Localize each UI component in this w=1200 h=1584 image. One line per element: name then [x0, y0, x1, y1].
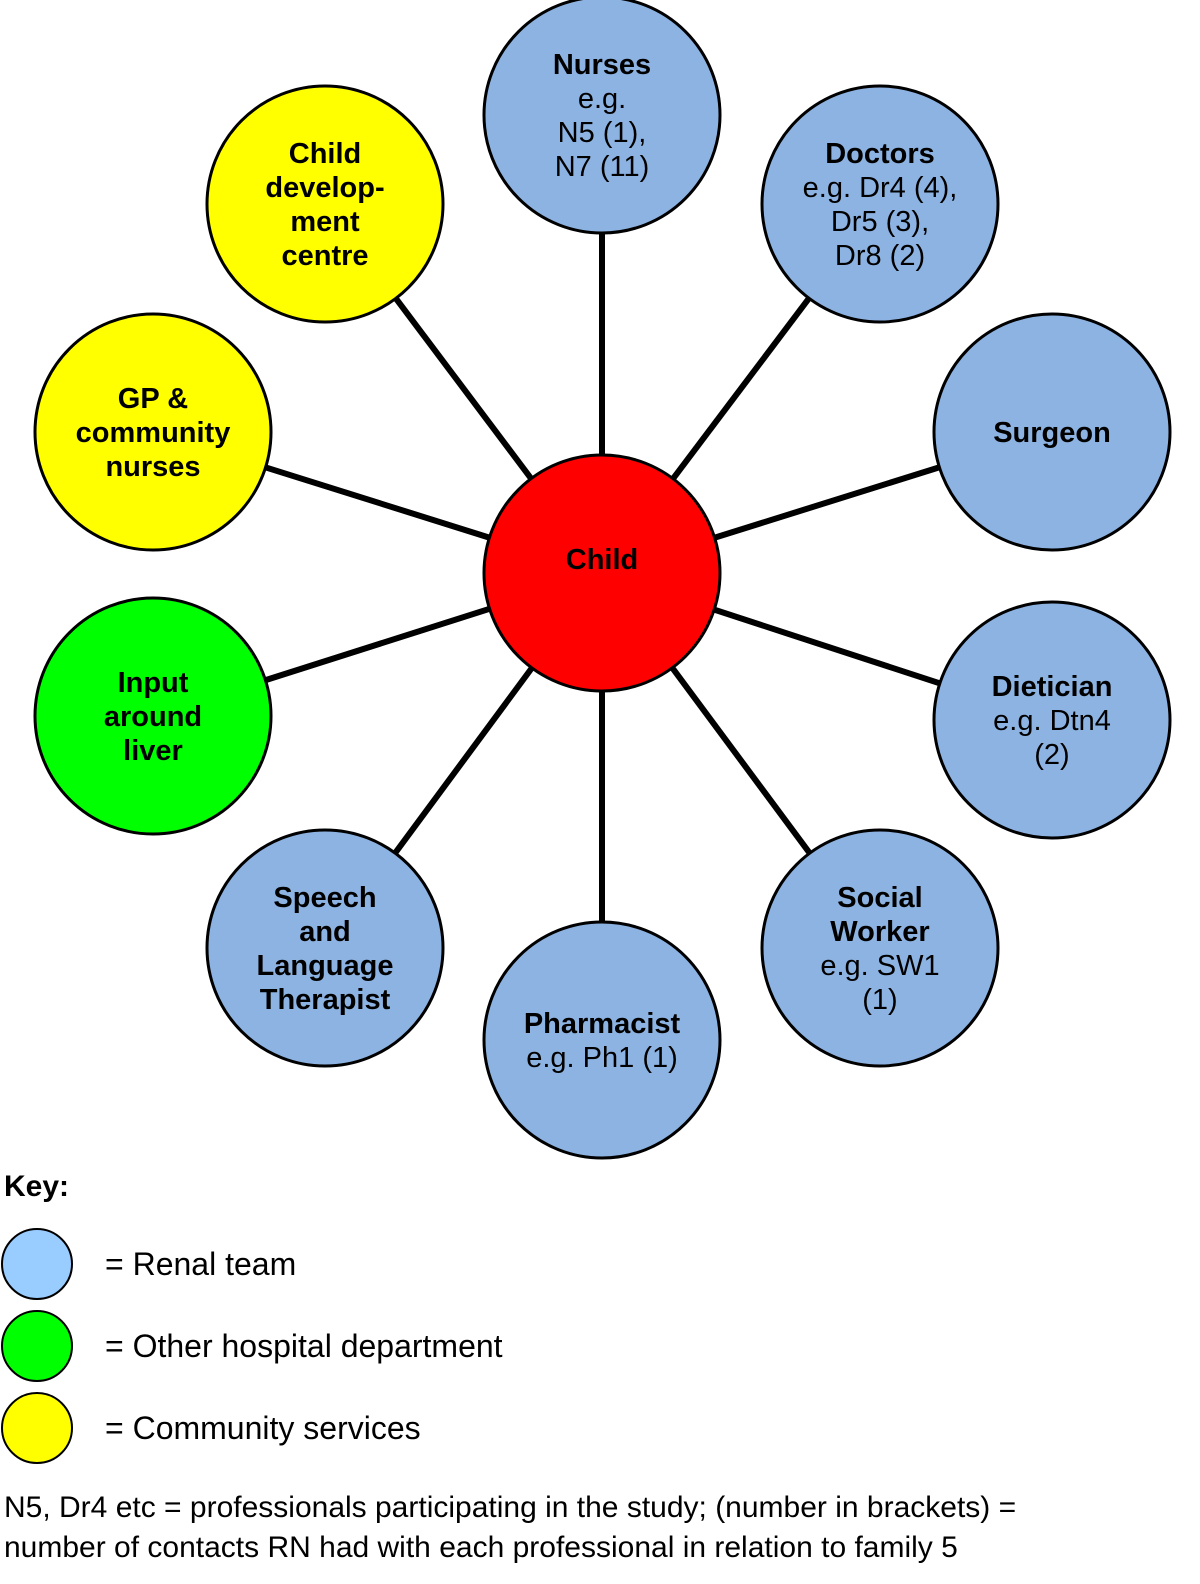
surgeon-label-line: Surgeon [993, 417, 1111, 449]
gp-community-nurses-label-line: GP & [118, 383, 188, 415]
renal-team-label: = Renal team [105, 1246, 297, 1282]
social-worker-label-line: Worker [830, 916, 929, 948]
dietician-label-line: (2) [1034, 739, 1069, 771]
community-services-swatch [1, 1392, 73, 1464]
pharmacist-label-line: Pharmacist [524, 1008, 681, 1040]
input-around-liver-label-line: around [104, 701, 202, 733]
speech-language-therapist-label-line: and [299, 916, 351, 948]
community-services-label: = Community services [105, 1410, 421, 1446]
input-around-liver-label-line: Input [118, 667, 189, 699]
speech-language-therapist-label-line: Therapist [260, 984, 391, 1016]
social-worker-label-line: (1) [862, 984, 897, 1016]
doctors-circle [760, 84, 1000, 324]
gp-community-nurses-label-line: community [76, 417, 231, 449]
pharmacist-circle [482, 920, 722, 1160]
node-child: Child [482, 453, 722, 693]
surgeon-label: Surgeon [993, 417, 1111, 449]
child-development-centre-label-line: develop- [265, 172, 384, 204]
nurses-label-line: Nurses [553, 49, 651, 81]
doctors-label-line: e.g. Dr4 (4), [803, 172, 958, 204]
dietician-label-line: e.g. Dtn4 [993, 705, 1111, 737]
social-worker-circle [760, 828, 1000, 1068]
input-around-liver-label-line: liver [123, 735, 183, 767]
renal-team-swatch [1, 1228, 73, 1300]
key-item-community-services: = Community services [0, 1392, 700, 1468]
child-development-centre-label-line: ment [290, 206, 360, 238]
child-development-centre-label-line: Child [289, 138, 362, 170]
nurses-label-line: e.g. [578, 83, 626, 115]
pharmacist-label-line: e.g. Ph1 (1) [526, 1042, 678, 1074]
social-worker-label-line: e.g. SW1 [820, 950, 939, 982]
doctors-label-line: Dr8 (2) [835, 240, 925, 272]
surgeon-circle [932, 312, 1172, 552]
speech-language-therapist-label-line: Language [257, 950, 394, 982]
nurses-label-line: N7 (11) [555, 151, 650, 183]
nurses-circle [482, 0, 722, 235]
speech-language-therapist-label-line: Speech [273, 882, 376, 914]
gp-community-nurses-label-line: nurses [105, 451, 200, 483]
other-hospital-label: = Other hospital department [105, 1328, 503, 1364]
social-worker-label-line: Social [837, 882, 922, 914]
footnote: N5, Dr4 etc = professionals participatin… [4, 1488, 1194, 1568]
child-development-centre-label-line: centre [281, 240, 368, 272]
dietician-label-line: Dietician [992, 671, 1113, 703]
other-hospital-swatch [1, 1310, 73, 1382]
key-item-other-hospital: = Other hospital department [0, 1310, 700, 1386]
child-circle [482, 453, 722, 693]
child-development-centre-circle [205, 84, 445, 324]
child-label: Child [566, 544, 639, 576]
footnote-line-2: number of contacts RN had with each prof… [4, 1531, 958, 1564]
footnote-line-1: N5, Dr4 etc = professionals participatin… [4, 1491, 1017, 1524]
gp-community-nurses-circle [33, 312, 273, 552]
nurses-label-line: N5 (1), [558, 117, 647, 149]
input-around-liver-circle [33, 596, 273, 836]
key-title: Key: [4, 1170, 70, 1203]
dietician-circle [932, 600, 1172, 840]
key-item-renal-team: = Renal team [0, 1228, 700, 1304]
node-surgeon: Surgeon [932, 312, 1172, 552]
doctors-label-line: Dr5 (3), [831, 206, 929, 238]
speech-language-therapist-circle [205, 828, 445, 1068]
doctors-label-line: Doctors [825, 138, 935, 170]
